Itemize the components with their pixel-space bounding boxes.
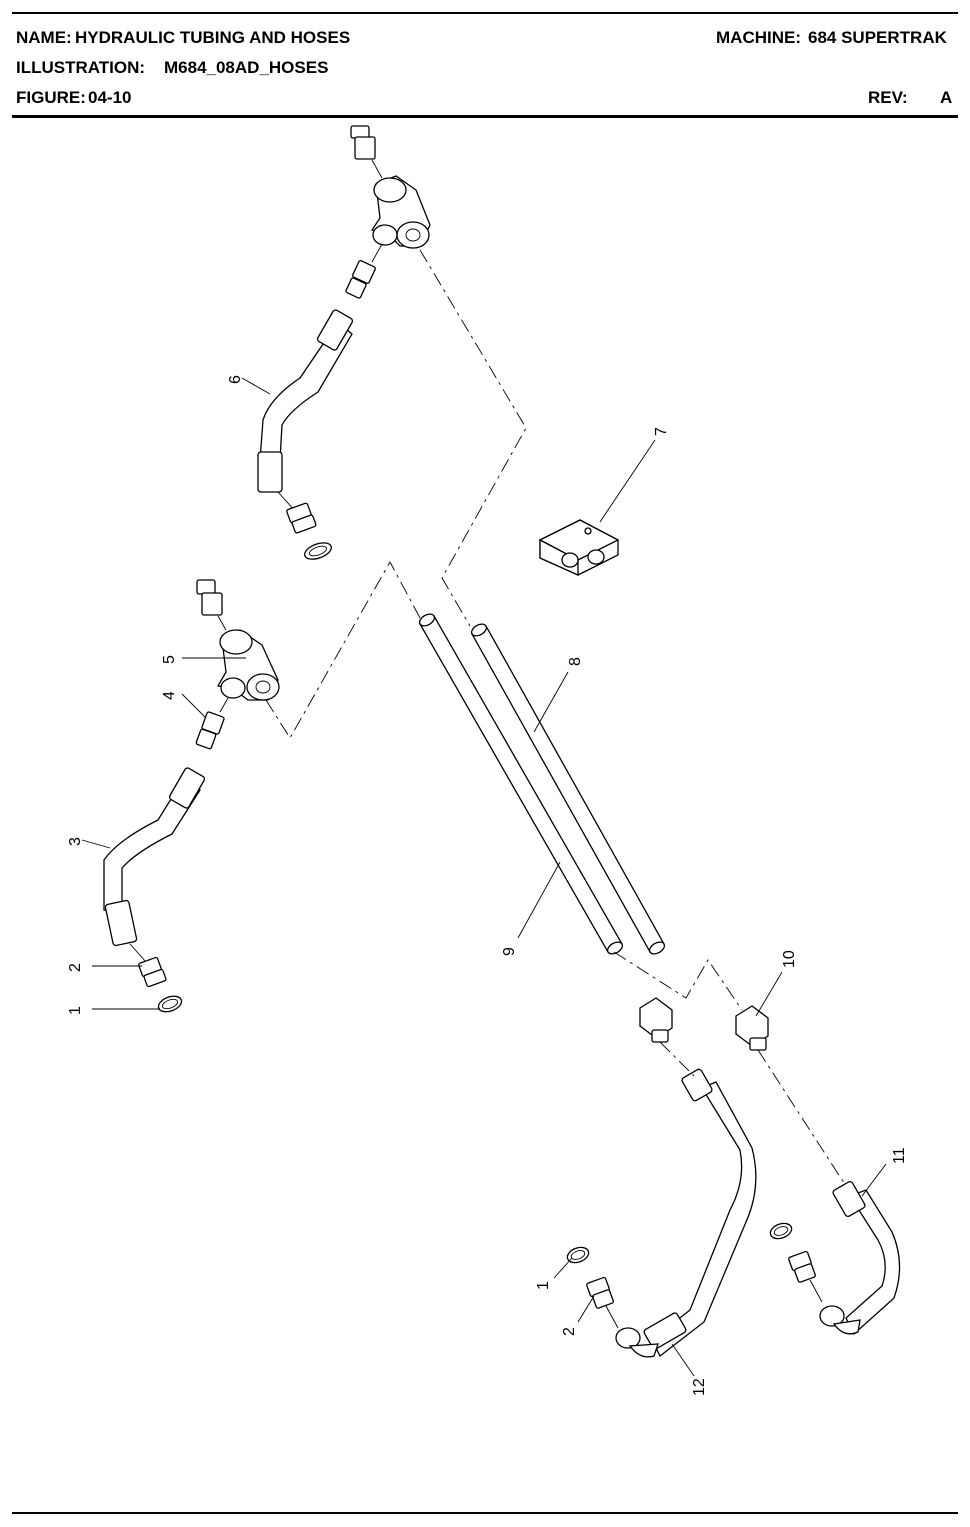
callout-2-right: 2 xyxy=(561,1327,578,1336)
illustration-label: ILLUSTRATION: xyxy=(16,58,146,77)
leader-lines xyxy=(81,377,887,1377)
right-oring xyxy=(769,1222,793,1240)
hose-3 xyxy=(103,767,206,963)
rev-value: A xyxy=(940,88,953,107)
hose-12 xyxy=(615,1068,757,1358)
left-nipple-fitting-4 xyxy=(195,697,229,750)
name-label: NAME: xyxy=(16,28,72,47)
tube-nut-fitting-10 xyxy=(735,1005,769,1051)
upper-adapter-fitting xyxy=(350,125,383,179)
upper-tee-fitting xyxy=(370,175,431,249)
callout-1-right: 1 xyxy=(535,1281,552,1290)
header-bottom-rule xyxy=(12,115,958,118)
clamp-block-7 xyxy=(538,519,620,577)
assembly-center-lines xyxy=(265,249,847,1187)
tube-nut-fitting-left xyxy=(639,997,673,1043)
hose-6 xyxy=(257,309,354,513)
right-adapter xyxy=(788,1250,823,1303)
callout-2-left: 2 xyxy=(67,963,84,972)
left-adapter-2 xyxy=(138,956,167,988)
left-tee-fitting-5 xyxy=(216,629,280,701)
callout-7: 7 xyxy=(653,427,670,436)
tube-8 xyxy=(470,623,666,955)
machine-label: MACHINE: xyxy=(716,28,801,47)
name-value: HYDRAULIC TUBING AND HOSES xyxy=(75,28,351,47)
rev-label: REV: xyxy=(868,88,908,107)
callout-10: 10 xyxy=(781,950,798,968)
lower-adapter-2b xyxy=(586,1276,619,1329)
illustration-value: M684_08AD_HOSES xyxy=(164,58,329,77)
callout-8: 8 xyxy=(567,657,584,666)
top-rule xyxy=(12,12,958,14)
hose-11 xyxy=(819,1180,901,1336)
footer-rule xyxy=(12,1512,958,1514)
machine-value: 684 SUPERTRAK xyxy=(808,28,947,47)
callout-1-left: 1 xyxy=(67,1006,84,1015)
tube-9 xyxy=(418,613,624,955)
left-adapter-fitting xyxy=(196,579,227,631)
callout-12: 12 xyxy=(691,1378,708,1396)
callout-4: 4 xyxy=(161,691,178,700)
lower-oring-1b xyxy=(566,1246,590,1264)
callout-3: 3 xyxy=(67,837,84,846)
figure-label: FIGURE: xyxy=(16,88,86,107)
callout-11: 11 xyxy=(891,1147,908,1164)
figure-value: 04-10 xyxy=(88,88,132,107)
upper-lower-adapter xyxy=(286,502,333,560)
left-oring-1 xyxy=(157,995,183,1013)
callout-5: 5 xyxy=(161,655,178,664)
upper-nipple-fitting xyxy=(345,243,383,299)
callout-9: 9 xyxy=(501,947,518,956)
callout-6: 6 xyxy=(227,375,244,384)
